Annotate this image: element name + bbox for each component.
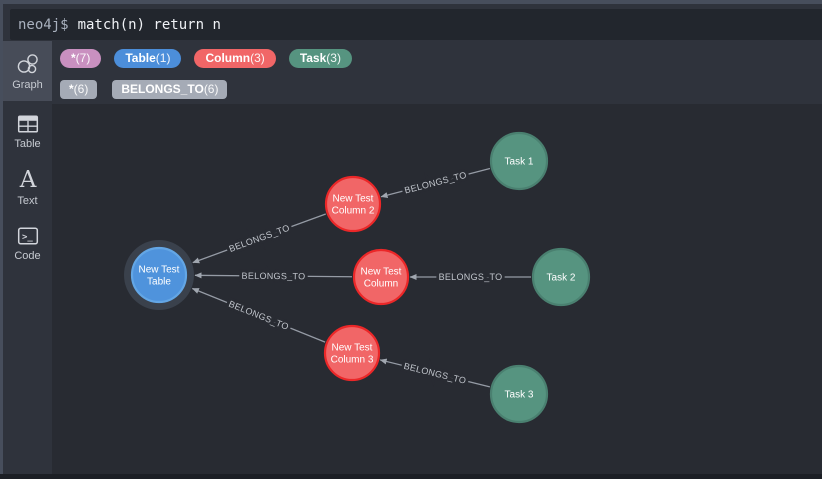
edge-label: BELONGS_TO [439,272,503,282]
edge-label: BELONGS_TO [242,271,306,282]
graph-edge[interactable]: BELONGS_TO [380,167,491,198]
graph-edge[interactable]: BELONGS_TO [379,358,491,389]
node-caption: Task 3 [505,390,534,401]
relationship-type-badge[interactable]: BELONGS_TO(6) [112,80,228,99]
command-bar: neo4j$ match(n) return n [3,4,822,41]
edge-label: BELONGS_TO [403,170,467,196]
graph-canvas-svg: BELONGS_TO BELONGS_TO BELONGS_TO BELONGS_TO… [124,131,591,424]
sidebar-item-label: Code [14,249,41,262]
graph-edge[interactable]: BELONGS_TO [192,213,326,264]
sidebar-item-label: Graph [12,78,43,91]
graph-edge[interactable]: BELONGS_TO [194,268,353,284]
cypher-query-text[interactable]: match(n) return n [77,16,221,33]
svg-text:A: A [18,168,36,192]
graph-node-task1[interactable]: Task 1 [489,131,549,191]
node-label-badge[interactable]: Table(1) [114,49,182,68]
node-label-badge[interactable]: Task(3) [288,49,352,68]
result-view-sidebar: Graph Table A Text >_ Code [3,41,52,474]
graph-icon [17,53,38,73]
sidebar-item-text[interactable]: A Text [3,161,52,213]
relationship-type-badge[interactable]: *(6) [60,80,98,99]
edge-label: BELONGS_TO [403,361,467,386]
edge-label: BELONGS_TO [227,299,290,332]
editor-prompt: neo4j$ [18,16,69,33]
graph-edge[interactable]: BELONGS_TO [409,269,531,285]
graph-canvas[interactable]: BELONGS_TO BELONGS_TO BELONGS_TO BELONGS_TO… [52,104,822,474]
sidebar-item-table[interactable]: Table [3,105,52,157]
sidebar-item-label: Table [14,137,41,150]
sidebar-item-graph[interactable]: Graph [3,41,52,101]
window-frame-top [0,0,822,4]
graph-node-task3[interactable]: Task 3 [489,364,549,424]
cypher-editor[interactable]: neo4j$ match(n) return n [10,9,822,40]
code-icon: >_ [17,226,38,245]
node-caption: Task 1 [505,157,534,168]
sidebar-item-label: Text [17,194,38,207]
graph-node-task2[interactable]: Task 2 [531,247,591,307]
legend-panel: *(7) Table(1) Column(3) Task(3) *(6) BELONGS… [52,41,822,104]
text-icon: A [18,168,36,192]
edge-label: BELONGS_TO [228,223,291,254]
relationship-badges-row: *(6) BELONGS_TO(6) [60,80,228,99]
window-frame-left [0,4,3,474]
svg-text:>_: >_ [22,232,33,242]
table-icon [17,114,38,133]
node-caption: Task 2 [547,273,576,284]
node-label-badge[interactable]: *(7) [60,49,102,68]
sidebar-item-code[interactable]: >_ Code [3,217,52,269]
node-badges-row: *(7) Table(1) Column(3) Task(3) [60,49,352,68]
graph-edge[interactable]: BELONGS_TO [191,287,326,343]
node-label-badge[interactable]: Column(3) [194,49,276,68]
